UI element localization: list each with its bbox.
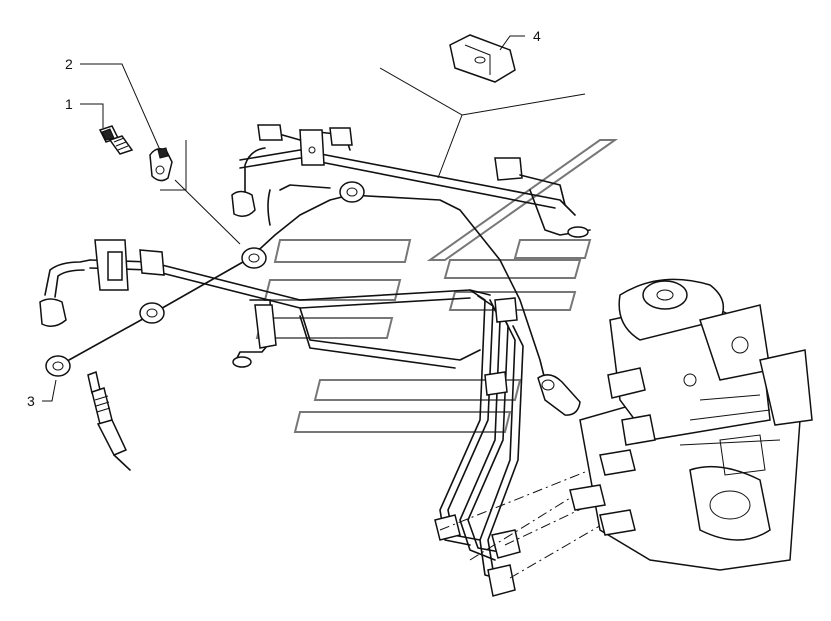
callout-1-label: 1 (65, 96, 73, 112)
leak-off-hose (45, 181, 581, 416)
injector-pipe-assembly (39, 124, 591, 597)
connection-dashes (439, 459, 616, 579)
injection-pump (569, 278, 813, 571)
watermark-logo (255, 139, 619, 433)
callout-4-label: 4 (533, 28, 541, 44)
callout-3-label: 3 (27, 393, 35, 409)
leader-lines (160, 67, 586, 245)
clamp-bracket (149, 147, 173, 182)
callout-leaders (42, 35, 525, 402)
callout-2-label: 2 (65, 56, 73, 72)
banjo-bolt (98, 125, 134, 155)
pipe-clip (449, 34, 516, 83)
injector-nozzle (87, 370, 131, 471)
